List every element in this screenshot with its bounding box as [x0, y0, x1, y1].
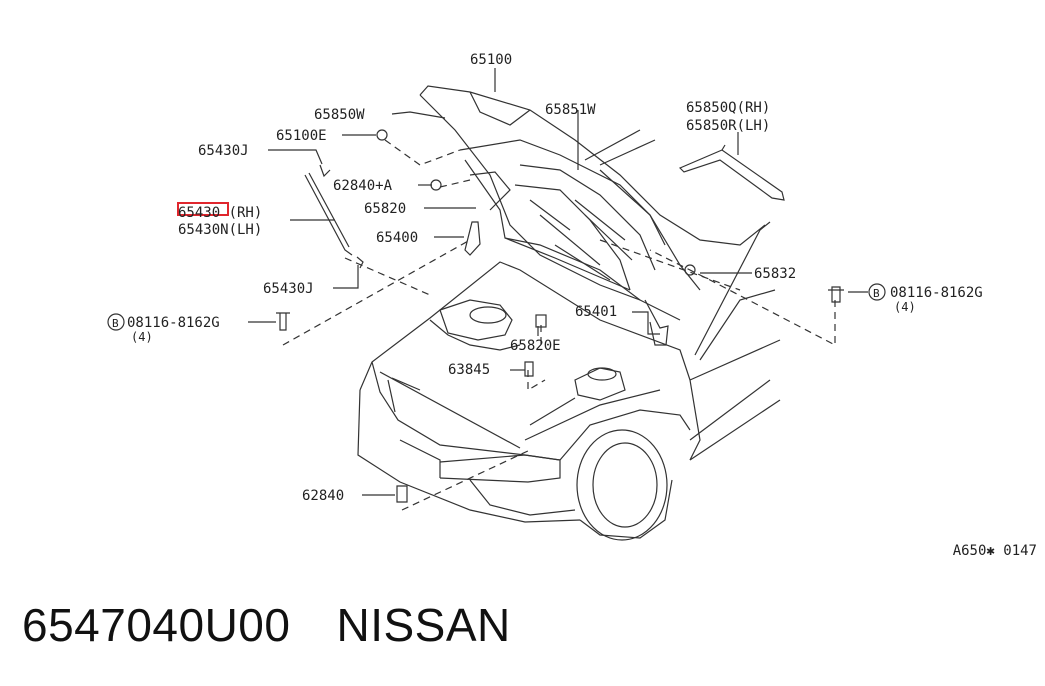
small-fasteners — [276, 129, 844, 503]
label-65850r: 65850R(LH) — [686, 118, 770, 134]
hood-stay-struts — [304, 164, 353, 256]
label-62840a: 62840+A — [333, 178, 393, 194]
label-qty-left: (4) — [131, 330, 153, 344]
label-65430j-bottom: 65430J — [263, 281, 314, 297]
label-65430n: 65430N(LH) — [178, 222, 262, 238]
label-65850w: 65850W — [314, 107, 365, 123]
connector-lines — [282, 139, 836, 511]
car-body-outline — [357, 221, 781, 541]
weatherstrip-bars — [678, 144, 785, 201]
label-65820: 65820 — [364, 201, 406, 217]
label-65851w: 65851W — [545, 102, 596, 118]
label-65400: 65400 — [376, 230, 418, 246]
label-65430j-top: 65430J — [198, 143, 249, 159]
label-65850q: 65850Q(RH) — [686, 100, 770, 116]
label-65100e: 65100E — [276, 128, 327, 144]
label-65401: 65401 — [575, 304, 617, 320]
label-65832: 65832 — [754, 266, 796, 282]
label-62840: 62840 — [302, 488, 344, 504]
label-qty-right: (4) — [894, 300, 916, 314]
hood-panel — [419, 85, 766, 321]
brand-name: NISSAN — [336, 599, 511, 651]
label-08116-right: 08116-8162G — [890, 285, 983, 301]
bolt-symbol-left — [107, 313, 125, 331]
leader-lines — [248, 68, 868, 496]
label-65820e: 65820E — [510, 338, 561, 354]
diagram-reference-code: A650✱ 0147 — [952, 543, 1037, 559]
part-number: 6547040U00 — [22, 599, 291, 651]
label-65430-rh: 65430 (RH) — [178, 205, 262, 221]
hood-hinge-brackets — [464, 221, 669, 346]
label-63845: 63845 — [448, 362, 490, 378]
bolt-letter-right: B — [873, 287, 880, 300]
part-caption: 6547040U00 NISSAN — [22, 598, 557, 652]
label-08116-left: 08116-8162G — [127, 315, 220, 331]
bolt-symbol-right — [868, 283, 886, 301]
bolt-letter-left: B — [112, 317, 119, 330]
highlighted-part-box — [177, 202, 229, 216]
label-65100: 65100 — [470, 52, 512, 68]
